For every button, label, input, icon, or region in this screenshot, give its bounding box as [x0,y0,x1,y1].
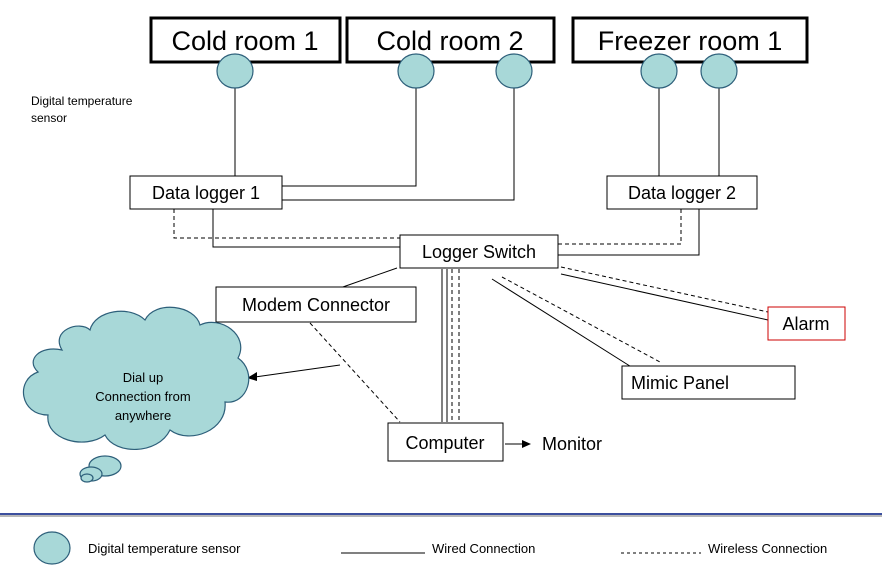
cloud-text-line1: Dial up [123,370,163,385]
wire-logger2-to-switch [558,209,700,256]
legend-wireless-label: Wireless Connection [708,541,827,556]
wireless-logger1-to-switch [173,209,400,239]
legend: Digital temperature sensor Wired Connect… [33,531,827,565]
arrows [247,364,531,448]
cloud-text-line2: Connection from [95,389,190,404]
room-label: Freezer room 1 [598,26,783,56]
wire-switch-to-alarm [560,273,769,321]
logger-switch: Logger Switch [399,234,559,269]
wire-switch-to-mimic [491,278,634,369]
data-logger-1-label: Data logger 1 [152,183,260,203]
wired-connections [212,88,769,422]
room-freezer-room-1: Freezer room 1 [571,16,809,64]
cloud-icon [22,306,250,483]
wireless-modem-to-computer [309,322,401,423]
wireless-logger2-to-switch [558,209,682,245]
legend-sensor-label: Digital temperature sensor [88,541,241,556]
modem-connector-label: Modem Connector [242,295,390,315]
wire-sensor-cr2a-to-logger1 [282,88,417,187]
arrow-modem-to-cloud-head [247,372,257,381]
modem-connector: Modem Connector [215,286,417,323]
legend-divider [0,513,882,517]
arrow-modem-to-cloud-line [254,364,341,378]
room-label: Cold room 2 [376,26,523,56]
room-cold-room-2: Cold room 2 [345,16,556,64]
sensor-icon [700,53,738,89]
sensor-icon [495,53,533,89]
legend-wired-label: Wired Connection [432,541,535,556]
wireless-switch-to-mimic [501,276,661,363]
monitor-label: Monitor [542,434,602,454]
temperature-sensors [216,53,738,89]
mimic-panel: Mimic Panel [621,365,796,400]
wire-logger1-to-switch [212,209,400,248]
cloud-bubble-3 [80,473,94,483]
sensor-icon [216,53,254,89]
wireless-connections [173,209,769,423]
computer-label: Computer [405,433,484,453]
computer: Computer [387,422,504,462]
sensor-icon [397,53,435,89]
room-label: Cold room 1 [171,26,318,56]
room-cold-room-1: Cold room 1 [149,16,342,64]
alarm: Alarm [767,306,846,341]
alarm-label: Alarm [782,314,829,334]
cloud-text-line3: anywhere [115,408,171,423]
data-logger-2-label: Data logger 2 [628,183,736,203]
sensor-icon [640,53,678,89]
wire-sensor-cr2b-to-logger1 [282,88,515,201]
dial-up-cloud: Dial up Connection from anywhere [22,306,250,483]
logger-switch-label: Logger Switch [422,242,536,262]
sensor-caption-line1: Digital temperature [31,94,133,108]
mimic-panel-label: Mimic Panel [631,373,729,393]
legend-sensor-icon [33,531,71,565]
wireless-switch-to-alarm [560,266,769,313]
data-logger-2: Data logger 2 [606,175,758,210]
data-logger-1: Data logger 1 [129,175,283,210]
arrow-computer-to-monitor-head [522,440,531,448]
sensor-caption-line2: sensor [31,111,67,125]
wire-switch-to-modem [339,267,398,289]
